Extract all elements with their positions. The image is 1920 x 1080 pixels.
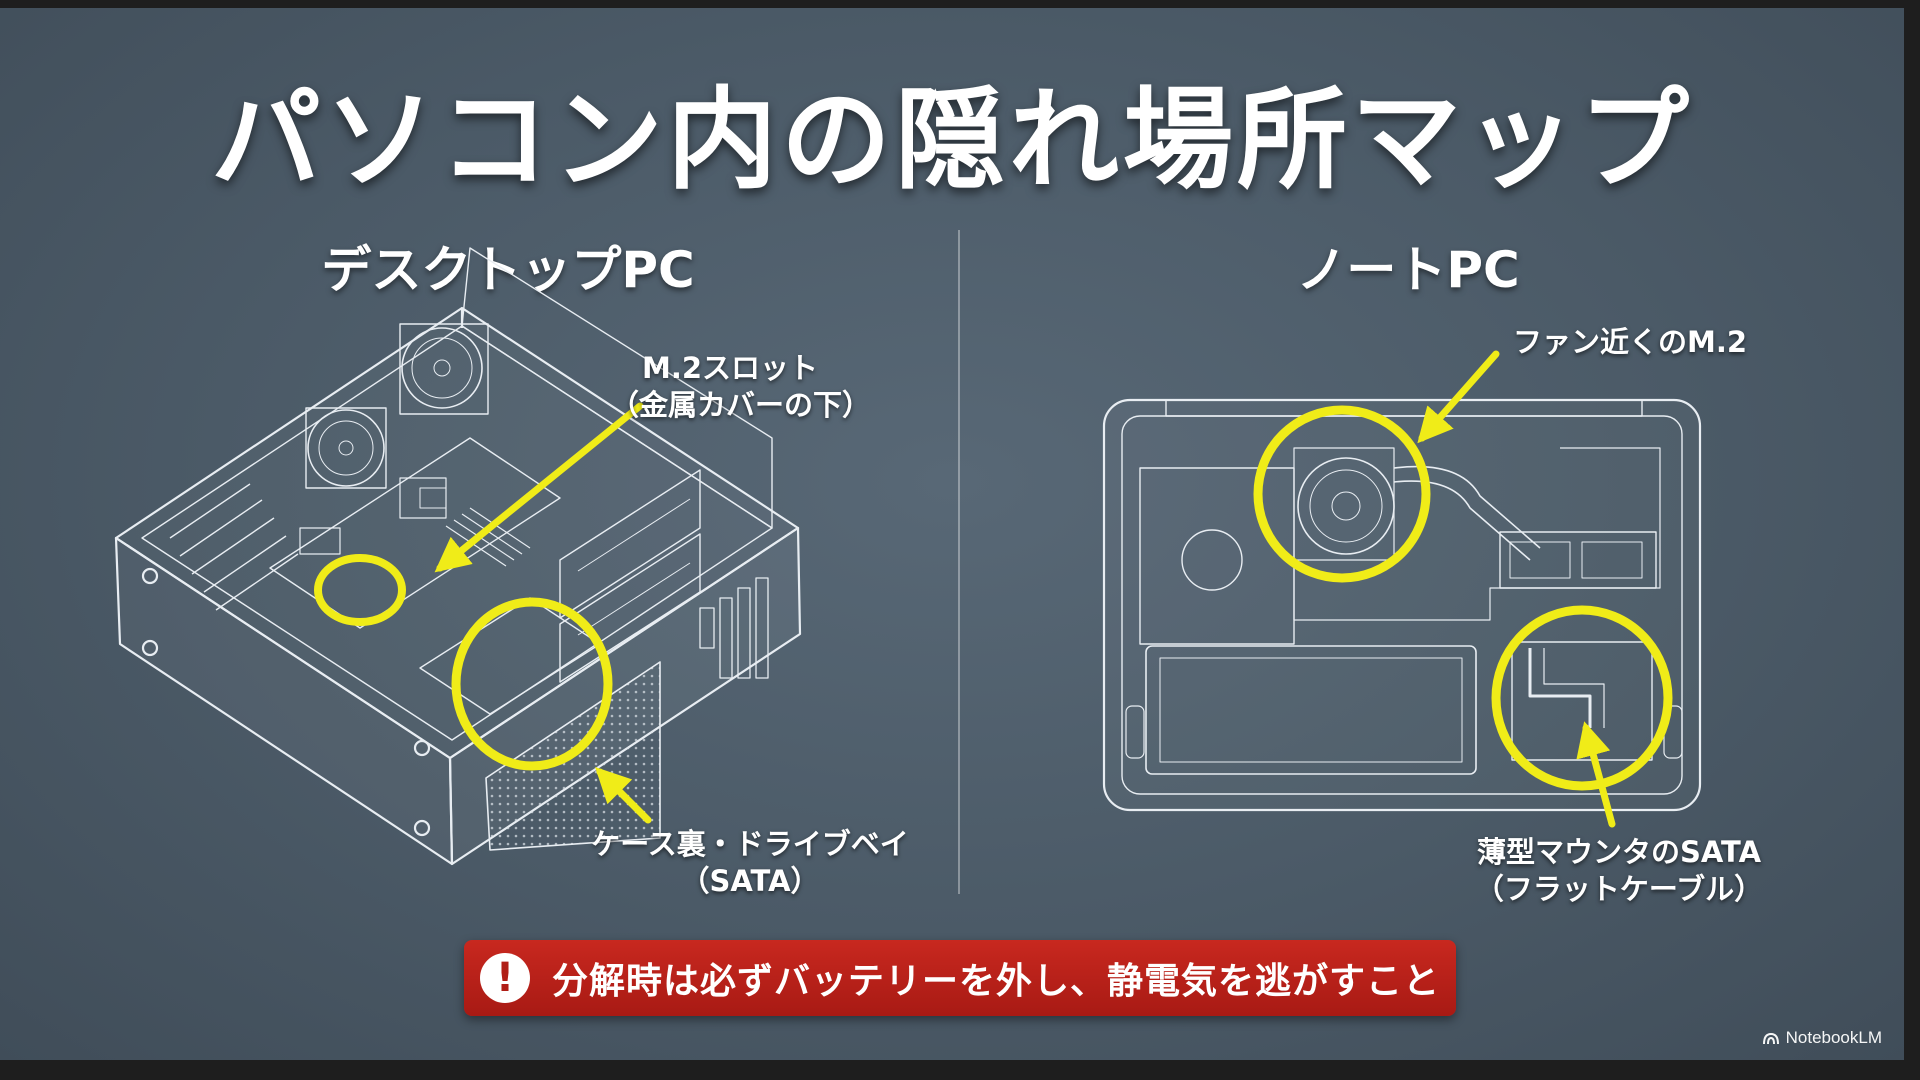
laptop-sata-highlight-circle: [1491, 605, 1673, 791]
slide: パソコン内の隠れ場所マップ デスクトップPC ノートPC: [0, 8, 1904, 1060]
laptop-illustration: [1102, 398, 1702, 812]
section-divider: [958, 230, 960, 894]
laptop-highlights: [1253, 350, 1673, 828]
desktop-sata-label-line1: ケース裏・ドライブベイ: [591, 827, 909, 861]
laptop-sata-label-line1: 薄型マウンタのSATA: [1476, 835, 1762, 869]
laptop-sata-label: 薄型マウンタのSATA （フラットケーブル）: [1454, 834, 1784, 908]
brand-watermark: NotebookLM: [1762, 1028, 1882, 1048]
exclamation-icon: !: [479, 953, 530, 1003]
desktop-m2-label: M.2スロット （金属カバーの下）: [610, 350, 872, 424]
laptop-sata-arrow: [1576, 721, 1616, 828]
desktop-m2-label-line2: （金属カバーの下）: [610, 388, 872, 422]
desktop-sata-label: ケース裏・ドライブベイ （SATA）: [580, 826, 920, 900]
desktop-highlights: [314, 402, 652, 824]
warning-text: 分解時は必ずバッテリーを外し、静電気を逃がすこと: [551, 961, 1440, 1002]
laptop-sata-label-line2: （フラットケーブル）: [1474, 872, 1764, 906]
desktop-m2-arrow: [434, 402, 644, 573]
desktop-sata-label-line2: （SATA）: [680, 864, 820, 898]
page-title: パソコン内の隠れ場所マップ: [211, 76, 1693, 204]
desktop-sata-highlight-circle: [451, 597, 613, 771]
line-art-layer: [114, 247, 1702, 866]
laptop-m2-label-line1: ファン近くのM.2: [1512, 325, 1748, 359]
desktop-sata-arrow: [595, 767, 652, 824]
laptop-m2-highlight-circle: [1253, 405, 1431, 583]
notebooklm-logo-icon: [1762, 1032, 1779, 1045]
brand-name: NotebookLM: [1785, 1028, 1882, 1047]
laptop-heading: ノートPC: [1296, 241, 1520, 299]
laptop-m2-arrow: [1417, 350, 1500, 444]
desktop-m2-label-line1: M.2スロット: [641, 351, 819, 385]
warning-banner: ! 分解時は必ずバッテリーを外し、静電気を逃がすこと: [464, 940, 1456, 1016]
laptop-m2-label: ファン近くのM.2: [1480, 324, 1780, 361]
desktop-heading: デスクトップPC: [321, 241, 695, 299]
desktop-m2-highlight-circle: [314, 554, 406, 626]
